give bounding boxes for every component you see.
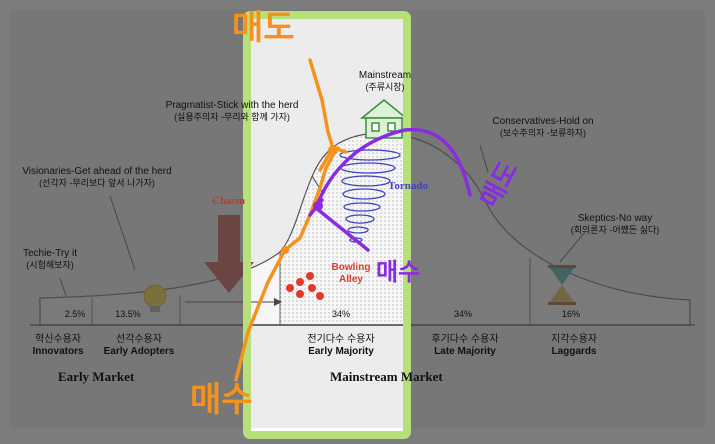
techie-callout: Techie-Try it (시험해보자) [22, 248, 78, 270]
late-majority-percent: 34% [453, 309, 472, 319]
early-market-label: Early Market [58, 369, 135, 384]
pragmatist-callout: Pragmatist-Stick with the herd (실용주의자 -무… [165, 100, 299, 122]
innovators-percent: 2.5% [64, 309, 86, 319]
early-majority-percent: 34% [331, 309, 350, 319]
handwritten-buy-middle: 매수 [376, 258, 421, 286]
early-adopters-percent: 13.5% [115, 309, 141, 319]
handwritten-sell-top: 매도 [232, 8, 295, 48]
dim-overlay-left [0, 0, 246, 444]
mainstream-market-label: Mainstream Market [330, 369, 443, 384]
chasm-label: Chasm [212, 195, 246, 207]
dim-overlay-right [409, 0, 715, 444]
highlight-frame [243, 11, 411, 439]
skeptics-callout: Skeptics-No way (회의론자 -어쨌든 싫다) [570, 213, 660, 235]
visionaries-callout: Visionaries-Get ahead of the herd (선각자 -… [22, 166, 172, 188]
bowling-pins-icon [286, 272, 324, 300]
conservatives-callout: Conservatives-Hold on (보수주의자 -보류하자) [492, 116, 594, 138]
tornado-label: Tornado [388, 180, 428, 192]
bowling-alley-label: Bowling Alley [331, 262, 371, 285]
handwritten-buy-bottom: 매수 [190, 380, 253, 420]
mainstream-callout: Mainstream (주류시장) [358, 70, 412, 92]
laggards-percent: 16% [561, 309, 580, 319]
